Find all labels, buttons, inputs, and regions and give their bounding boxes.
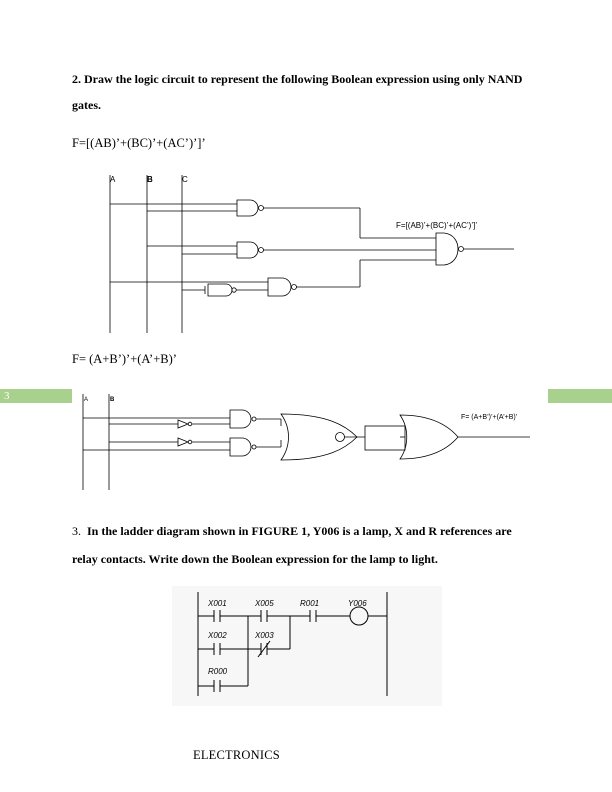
nand-circuit-diagram-2: A B F= (A+B’)’+(A’+B)’ (82, 394, 530, 490)
question-2-line-2: gates. (72, 98, 101, 112)
input-label-a-2: A (84, 397, 88, 403)
contact-x002-label: X002 (207, 631, 227, 640)
contact-r001-label: R001 (300, 599, 319, 608)
page-number-band: 3 (0, 389, 72, 403)
coil-y006-label: Y006 (348, 599, 367, 608)
input-label-b: B (147, 175, 153, 184)
page-band-right (548, 389, 612, 403)
question-3-line-1: 3. In the ladder diagram shown in FIGURE… (72, 516, 542, 546)
question-3-line-2: relay contacts. Write down the Boolean e… (72, 552, 438, 566)
contact-x003-label: X003 (254, 631, 274, 640)
circuit-2-output-label: F= (A+B’)’+(A’+B)’ (461, 414, 518, 421)
footer-text: ELECTRONICS (193, 748, 280, 762)
expression-1: F=[(AB)’+(BC)’+(AC’)’]’ (72, 136, 206, 150)
nand-circuit-diagram-1: A B C F=[(AB)’+(BC)’+(AC’)’]’ (109, 175, 514, 333)
ladder-diagram: X001 X005 R001 Y006 X002 X003 R000 (172, 586, 442, 706)
page-number: 3 (4, 390, 10, 402)
contact-r000-label: R000 (208, 667, 228, 676)
expression-2: F= (A+B’)’+(A’+B)’ (72, 352, 177, 366)
input-label-b-2: B (110, 397, 115, 403)
contact-x001-label: X001 (207, 599, 227, 608)
circuit-1-output-label: F=[(AB)’+(BC)’+(AC’)’]’ (396, 221, 477, 230)
question-3-line-1-text: In the ladder diagram shown in FIGURE 1,… (87, 524, 512, 538)
contact-x005-label: X005 (254, 599, 274, 608)
question-3-number: 3. (72, 524, 81, 538)
input-label-a: A (110, 175, 116, 184)
question-2-line-1: 2. Draw the logic circuit to represent t… (72, 72, 523, 86)
input-label-c: C (182, 175, 188, 184)
